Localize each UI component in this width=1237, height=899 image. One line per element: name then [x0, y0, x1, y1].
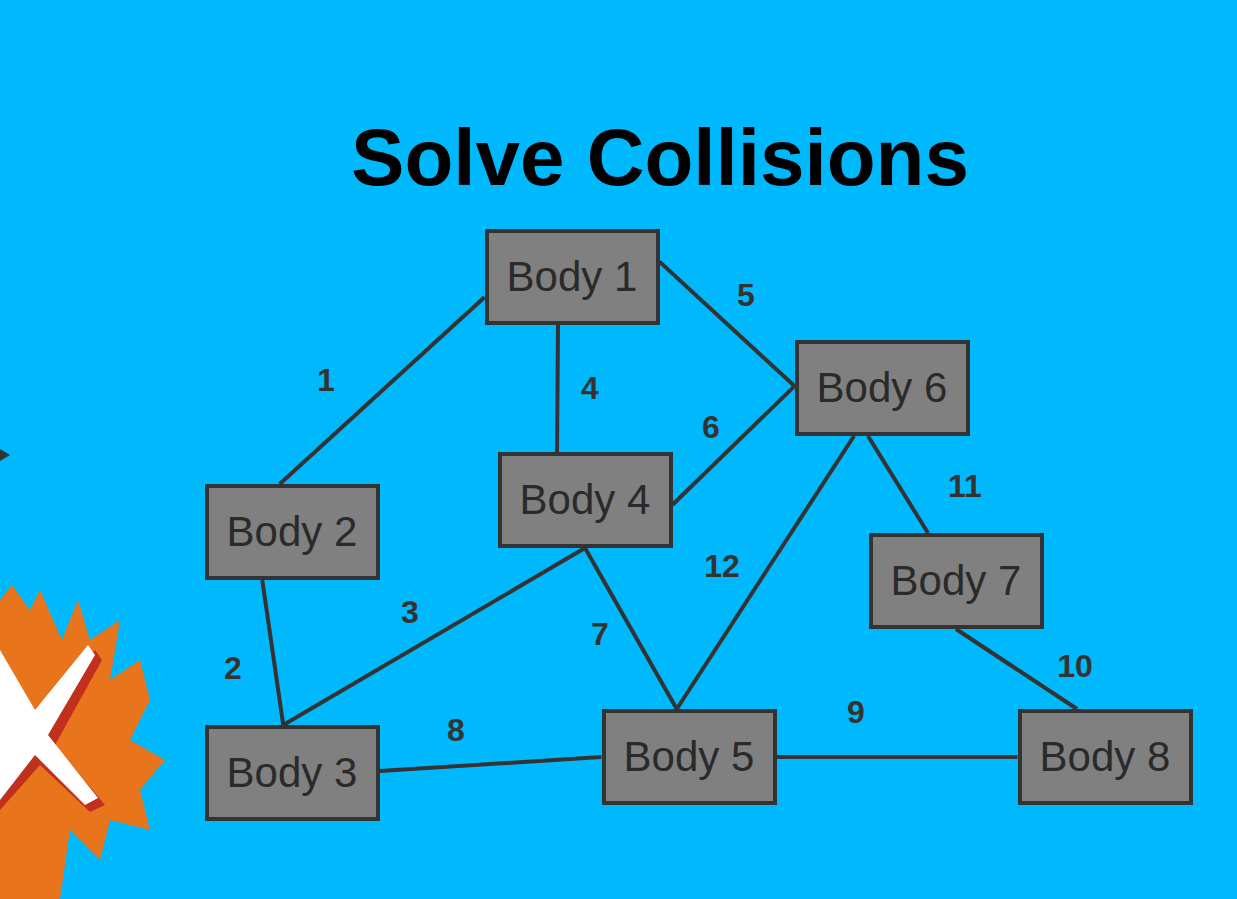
maple-leaf — [0, 585, 165, 899]
collision-link — [677, 436, 854, 709]
body-box: Body 6 — [795, 340, 970, 436]
body-label: Body 4 — [520, 477, 651, 523]
body-label: Body 3 — [227, 750, 358, 796]
collision-link — [280, 297, 485, 484]
link-number: 1 — [317, 364, 335, 396]
body-box: Body 8 — [1018, 709, 1193, 805]
body-box: Body 5 — [602, 709, 777, 805]
link-number: 6 — [702, 411, 720, 443]
body-box: Body 3 — [205, 725, 380, 821]
collision-link — [380, 757, 602, 771]
x-mark — [0, 645, 98, 805]
body-label: Body 2 — [227, 509, 358, 555]
link-number: 8 — [447, 714, 465, 746]
collision-link — [777, 757, 1018, 758]
link-number: 5 — [737, 279, 755, 311]
collision-link — [557, 325, 558, 452]
body-label: Body 6 — [817, 365, 948, 411]
link-number: 11 — [948, 470, 982, 502]
link-number: 10 — [1057, 650, 1093, 682]
collision-link — [660, 262, 795, 386]
collision-link — [868, 436, 928, 533]
body-label: Body 8 — [1040, 734, 1171, 780]
body-label: Body 1 — [507, 254, 638, 300]
collision-link — [673, 386, 795, 505]
body-box: Body 7 — [869, 533, 1044, 629]
link-number: 9 — [847, 696, 865, 728]
link-number: 12 — [704, 550, 740, 582]
collision-link — [262, 580, 283, 725]
link-number: 7 — [591, 618, 609, 650]
body-box: Body 2 — [205, 484, 380, 580]
link-number: 3 — [401, 596, 419, 628]
body-box: Body 4 — [498, 452, 673, 548]
body-label: Body 7 — [891, 558, 1022, 604]
body-box: Body 1 — [485, 229, 660, 325]
edge-arrowhead — [0, 449, 10, 461]
link-number: 4 — [581, 372, 599, 404]
body-label: Body 5 — [624, 734, 755, 780]
link-number: 2 — [224, 652, 242, 684]
collision-link — [585, 548, 677, 709]
slide-title: Solve Collisions — [351, 118, 969, 198]
